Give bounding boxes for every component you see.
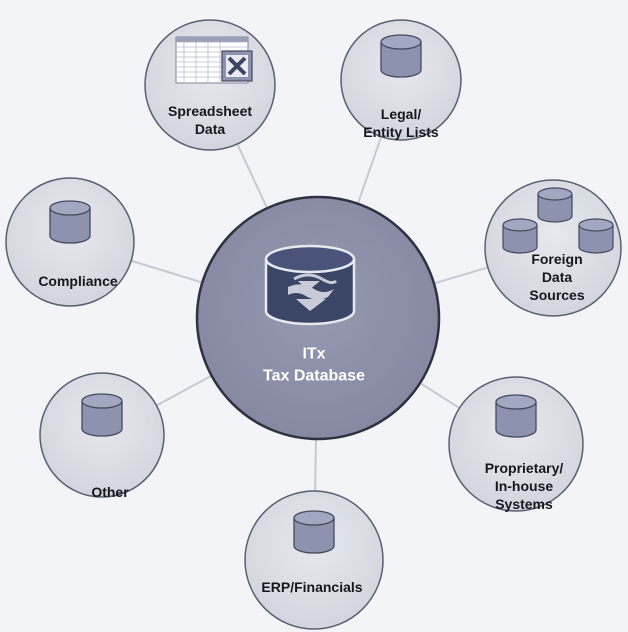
label-erp-financials: ERP/Financials: [261, 579, 363, 595]
hub-title-line1: ITx: [302, 345, 326, 363]
database-icon: [293, 510, 335, 554]
label-foreign-data-sources: Foreign Data Sources: [529, 251, 585, 303]
label-other: Other: [91, 484, 129, 500]
node-proprietary: [448, 376, 584, 512]
database-icon: [264, 244, 356, 326]
database-icon: [49, 200, 91, 244]
label-legal-entity-lists: Legal/ Entity Lists: [363, 106, 439, 140]
database-icon: [81, 393, 123, 437]
excel-spreadsheet-icon: [175, 36, 253, 84]
hub-title-line2: Tax Database: [263, 367, 365, 385]
label-proprietary-systems: Proprietary/ In-house Systems: [484, 460, 564, 512]
node-legal: [340, 19, 462, 141]
label-compliance: Compliance: [38, 273, 118, 289]
database-icon: [495, 394, 537, 438]
label-spreadsheet-data: Spreadsheet Data: [167, 103, 253, 137]
node-foreign: [484, 179, 622, 317]
database-icon: [380, 34, 422, 78]
node-erp: [244, 490, 384, 630]
